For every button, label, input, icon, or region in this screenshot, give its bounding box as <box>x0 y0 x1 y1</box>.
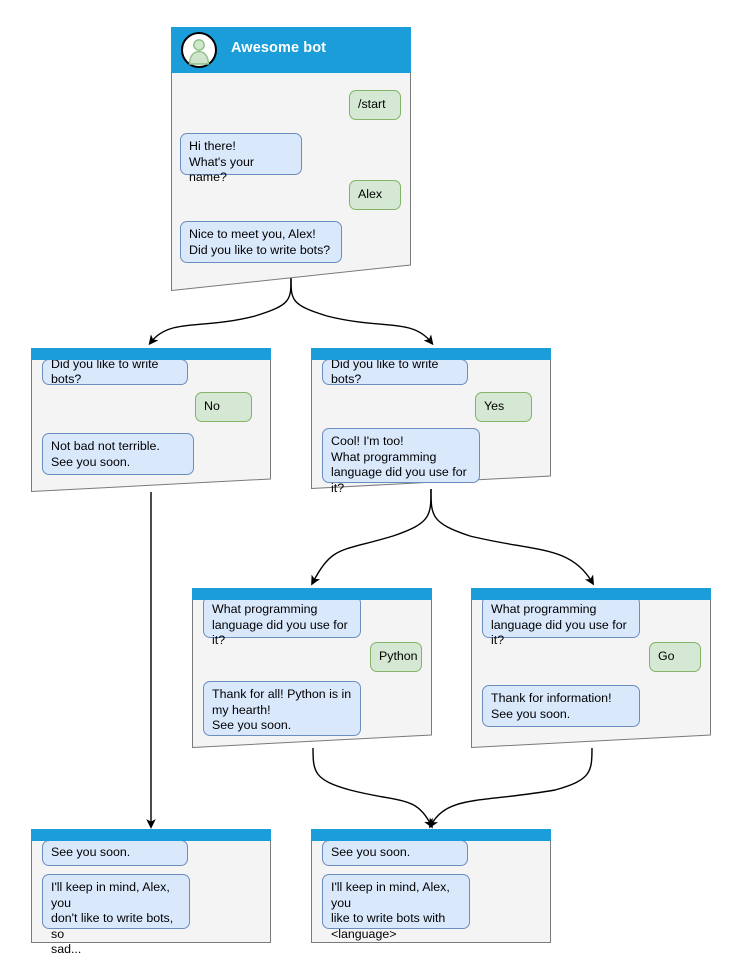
bot-title: Awesome bot <box>231 40 327 56</box>
node-answer-no[interactable]: Did you like to write bots? No Not bad n… <box>31 348 271 492</box>
node-lang-go-header <box>471 588 711 600</box>
message-bubble-bot: What programming language did you use fo… <box>482 596 640 647</box>
edge-lang-go-to-end-yes <box>429 747 593 829</box>
message-bubble-bot: Did you like to write bots? <box>322 357 468 386</box>
message-bubble-bot: Thank for information! See you soon. <box>482 685 640 727</box>
message-bubble-bot: See you soon. <box>42 840 188 866</box>
node-end-no[interactable]: See you soon. I'll keep in mind, Alex, y… <box>31 829 271 956</box>
message-bubble-user: Yes <box>475 392 532 422</box>
message-bubble-bot: Nice to meet you, Alex! Did you like to … <box>180 221 342 263</box>
edge-lang-python-to-end-yes <box>312 747 433 829</box>
node-end-no-header <box>31 829 271 841</box>
node-answer-no-header <box>31 348 271 360</box>
message-bubble-bot: Hi there! What's your name? <box>180 133 302 184</box>
node-start-header: Awesome bot <box>171 27 411 73</box>
node-answer-yes[interactable]: Did you like to write bots? Yes Cool! I'… <box>311 348 551 495</box>
message-bubble-bot: What programming language did you use fo… <box>203 596 361 647</box>
message-bubble-user: Go <box>649 642 701 672</box>
node-lang-go[interactable]: What programming language did you use fo… <box>471 588 711 748</box>
message-bubble-bot: Not bad not terrible. See you soon. <box>42 433 194 475</box>
person-avatar-icon <box>181 32 217 68</box>
node-end-yes-header <box>311 829 551 841</box>
message-bubble-bot: See you soon. <box>322 840 468 866</box>
message-bubble-user: No <box>195 392 252 422</box>
message-bubble-user: Alex <box>349 180 401 210</box>
message-bubble-bot: Cool! I'm too! What programming language… <box>322 428 480 495</box>
message-bubble-user: Python <box>370 642 422 672</box>
message-bubble-bot: I'll keep in mind, Alex, you don't like … <box>42 874 190 956</box>
node-start[interactable]: Awesome bot /start Hi there! What's your… <box>171 27 411 291</box>
message-bubble-bot: Thank for all! Python is in my hearth! S… <box>203 681 361 736</box>
message-bubble-bot: I'll keep in mind, Alex, you like to wri… <box>322 874 470 941</box>
node-lang-python[interactable]: What programming language did you use fo… <box>192 588 432 748</box>
node-lang-python-header <box>192 588 432 600</box>
edge-answer-yes-to-lang-python <box>311 488 432 586</box>
edge-answer-yes-to-lang-go <box>430 488 595 586</box>
node-end-yes[interactable]: See you soon. I'll keep in mind, Alex, y… <box>311 829 551 943</box>
message-bubble-bot: Did you like to write bots? <box>42 357 188 386</box>
node-answer-yes-header <box>311 348 551 360</box>
message-bubble-user: /start <box>349 90 401 120</box>
